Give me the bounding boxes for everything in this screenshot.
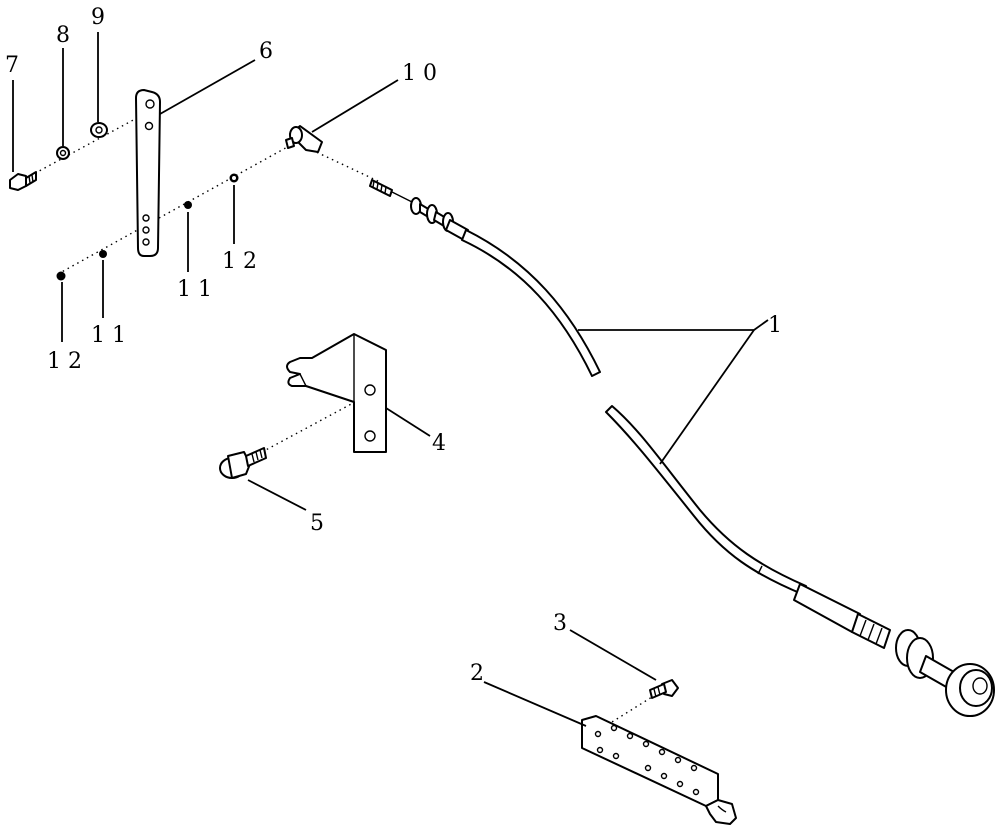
- angle-bracket-4: [286, 333, 387, 453]
- callout-10: 1 0: [402, 61, 437, 86]
- callout-3: 3: [553, 611, 567, 636]
- control-cable: [369, 179, 995, 717]
- ball-joint-10: [285, 125, 323, 153]
- callout-12-right: 1 2: [222, 249, 257, 274]
- callout-11-left: 1 1: [91, 323, 126, 348]
- mounting-bracket-2: [581, 715, 737, 825]
- callout-2: 2: [470, 661, 484, 686]
- callout-1: 1: [768, 313, 782, 338]
- leader-lines: [12, 32, 769, 727]
- small-fasteners: [56, 173, 239, 281]
- callout-4: 4: [432, 431, 446, 456]
- bolt-7: [9, 171, 37, 191]
- link-plate: [135, 89, 161, 257]
- callout-11-right: 1 1: [177, 277, 212, 302]
- callout-12-left: 1 2: [47, 349, 82, 374]
- callout-8: 8: [56, 23, 70, 48]
- assembly-lines: [29, 111, 661, 733]
- flat-washer-9: [90, 122, 108, 138]
- flange-bolt-5: [219, 447, 267, 479]
- bolt-3: [649, 679, 679, 699]
- callout-5: 5: [310, 511, 324, 536]
- callout-labels: 7 8 9 6 1 0 1 2 1 1 1 1 1 2 1 4 5 3 2: [5, 5, 782, 686]
- lock-washer-8: [56, 146, 70, 160]
- callout-9: 9: [91, 5, 105, 30]
- callout-7: 7: [5, 53, 19, 78]
- callout-6: 6: [259, 39, 273, 64]
